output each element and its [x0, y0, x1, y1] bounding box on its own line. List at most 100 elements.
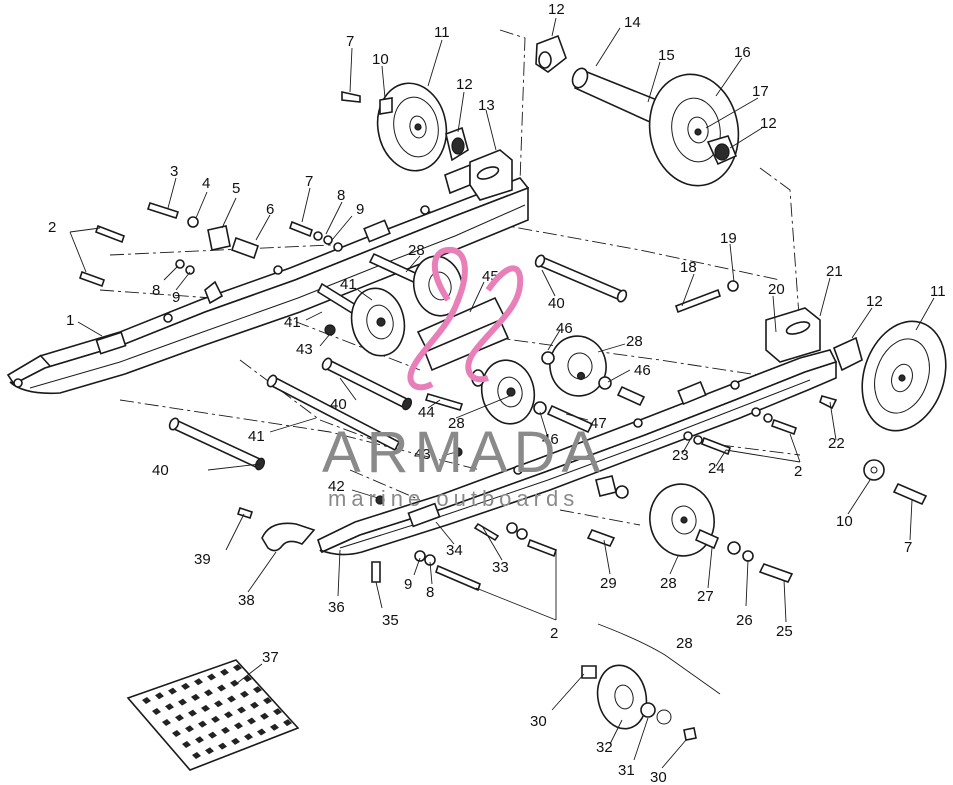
- callout-28: 28: [676, 635, 693, 652]
- callout-11: 11: [434, 24, 450, 41]
- callout-23: 23: [672, 447, 689, 464]
- callout-5: 5: [232, 180, 240, 197]
- callout-40: 40: [548, 295, 565, 312]
- wear-strip-stud: [220, 668, 229, 676]
- wear-strip-stud: [270, 723, 279, 731]
- wear-strip-stud: [175, 714, 184, 722]
- wheel-detail-assembly: [581, 664, 697, 741]
- wear-strip-stud: [182, 741, 191, 748]
- wear-strip-stud: [257, 728, 266, 736]
- wear-strip-stud: [195, 736, 204, 744]
- callout-14: 14: [624, 14, 641, 31]
- callout-12: 12: [866, 293, 883, 310]
- callout-2: 2: [48, 219, 56, 236]
- callout-40: 40: [330, 396, 347, 413]
- callout-43: 43: [296, 341, 313, 358]
- watermark-logo-icon: [407, 246, 524, 391]
- rear-wheel-axle-assembly: [535, 34, 740, 187]
- callout-31: 31: [618, 762, 635, 779]
- right-slide-rail: [317, 307, 838, 556]
- callout-26: 26: [736, 612, 753, 629]
- callout-38: 38: [238, 592, 255, 609]
- callout-46: 46: [542, 431, 559, 448]
- callout-43: 43: [414, 446, 431, 463]
- wear-strip-stud: [250, 701, 259, 709]
- wear-strip-pattern: [142, 664, 292, 759]
- callout-28: 28: [660, 575, 677, 592]
- callout-42: 42: [328, 478, 345, 495]
- callout-29: 29: [600, 575, 617, 592]
- wear-strip-stud: [227, 695, 236, 703]
- callout-19: 19: [720, 230, 737, 247]
- wear-strip-stud: [253, 686, 262, 694]
- callout-18: 18: [680, 259, 697, 276]
- watermark-brand: ARMADA: [322, 420, 606, 485]
- track-guide: [261, 522, 316, 552]
- wear-strip-stud: [198, 720, 207, 728]
- callout-2: 2: [794, 463, 802, 480]
- wear-strip-stud: [260, 712, 269, 720]
- callout-7: 7: [904, 539, 912, 556]
- wear-strip-stud: [217, 684, 226, 692]
- callout-28: 28: [626, 333, 643, 350]
- wear-strip-stud: [162, 719, 171, 726]
- callout-4: 4: [202, 175, 210, 192]
- callout-39: 39: [194, 551, 211, 568]
- wear-strip-stud: [244, 733, 253, 741]
- wear-strip-stud: [152, 708, 161, 715]
- left-slide-rail: [6, 149, 530, 395]
- callout-8: 8: [426, 584, 434, 601]
- callout-7: 7: [305, 173, 313, 190]
- callout-41: 41: [284, 314, 301, 331]
- parts: [6, 29, 947, 771]
- wear-strip-stud: [273, 708, 282, 716]
- callout-44: 44: [418, 404, 435, 421]
- wear-strip-stud: [237, 706, 246, 714]
- wear-strip-stud: [172, 730, 181, 737]
- wear-strip-stud: [188, 709, 197, 717]
- callout-27: 27: [697, 588, 714, 605]
- callout-24: 24: [708, 460, 725, 477]
- wear-strip-stud: [204, 689, 213, 697]
- callout-25: 25: [776, 623, 793, 640]
- callout-11: 11: [930, 283, 946, 300]
- wear-strip-stud: [201, 704, 210, 712]
- wear-strip-stud: [218, 742, 227, 750]
- callout-3: 3: [170, 163, 178, 180]
- wear-strip-stud: [191, 693, 200, 701]
- callout-36: 36: [328, 599, 345, 616]
- callout-34: 34: [446, 542, 463, 559]
- wear-strip-stud: [165, 703, 174, 711]
- right-idler-wheel: [819, 320, 947, 506]
- wear-strip-stud: [234, 722, 243, 730]
- wear-strip-stud: [231, 737, 240, 745]
- upper-idler-wheel: [341, 82, 469, 172]
- wear-strip-stud: [155, 692, 164, 700]
- callout-12: 12: [456, 76, 473, 93]
- wear-strip-stud: [185, 725, 194, 733]
- wear-strip-stud: [230, 679, 239, 687]
- wear-strip-stud: [221, 726, 230, 734]
- wear-strip-stud: [247, 717, 256, 725]
- wear-strip-stud: [181, 682, 190, 690]
- callout-40: 40: [152, 462, 169, 479]
- wear-strip-stud: [207, 673, 216, 681]
- wear-strip-stud: [194, 678, 203, 686]
- wear-strip-stud: [142, 697, 151, 704]
- callout-9: 9: [172, 289, 180, 306]
- watermark: ARMADA marine outboards: [322, 246, 606, 511]
- callout-32: 32: [596, 739, 613, 756]
- callout-41: 41: [340, 276, 357, 293]
- wear-strip-stud: [208, 731, 217, 739]
- callout-8: 8: [337, 187, 345, 204]
- callout-9: 9: [356, 201, 364, 218]
- wear-strip-stud: [205, 747, 214, 755]
- callout-28: 28: [408, 242, 425, 259]
- wear-strip-37: [126, 659, 300, 771]
- wear-strip-stud: [263, 697, 272, 705]
- callout-8: 8: [152, 282, 160, 299]
- callout-46: 46: [556, 320, 573, 337]
- callout-2: 2: [550, 625, 558, 642]
- cross-shafts: [168, 252, 628, 471]
